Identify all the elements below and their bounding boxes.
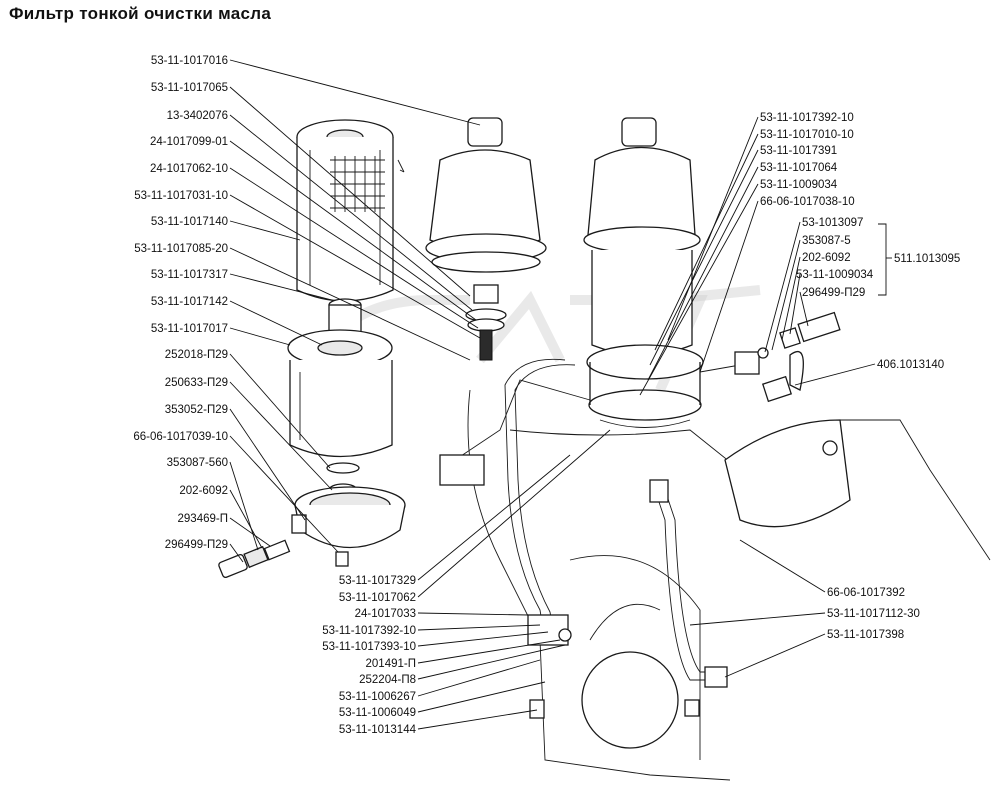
callout-label: 53-11-1009034 <box>760 179 838 191</box>
callout-label: 24-1017033 <box>355 608 416 620</box>
oil-lines <box>504 351 760 688</box>
filter-housing <box>287 329 393 458</box>
callout-label: 53-11-1013144 <box>339 724 417 736</box>
callout-label: 250633-П29 <box>165 377 228 389</box>
callout-label: 24-1017099-01 <box>150 136 228 148</box>
callout-label: 53-11-1017392-10 <box>760 112 854 124</box>
callout-label: 53-11-1017329 <box>339 575 416 587</box>
filter-base <box>291 486 406 567</box>
callout-label: 66-06-1017038-10 <box>760 196 855 208</box>
callout-label: 53-11-1017017 <box>151 323 228 335</box>
callout-labels-bracket: 53-1013097 353087-5 202-6092 53-11-10090… <box>796 217 960 371</box>
callout-label: 53-11-1017317 <box>151 269 228 281</box>
callout-label: 53-11-1017085-20 <box>134 243 228 255</box>
callout-label: 53-11-1017010-10 <box>760 129 854 141</box>
callout-label: 202-6092 <box>802 252 851 264</box>
callout-label: 13-3402076 <box>167 110 228 122</box>
callout-labels-bottom: 53-11-1017329 53-11-1017062 24-1017033 5… <box>322 575 920 736</box>
callout-label: 53-11-1017393-10 <box>322 641 416 653</box>
callout-labels-left: 53-11-1017016 53-11-1017065 13-3402076 2… <box>133 55 228 551</box>
bracket-group-label: 511.1013095 <box>894 253 960 265</box>
callout-label: 252018-П29 <box>165 349 228 361</box>
callout-label: 406.1013140 <box>877 359 944 371</box>
callout-label: 53-11-1006049 <box>339 707 416 719</box>
callout-label: 24-1017062-10 <box>150 163 228 175</box>
callout-label: 296499-П29 <box>165 539 228 551</box>
assembled-filter <box>583 117 704 428</box>
callout-label: 252204-П8 <box>359 674 416 686</box>
callout-label: 53-11-1017065 <box>151 82 228 94</box>
callout-label: 53-11-1006267 <box>339 691 416 703</box>
callout-label: 353052-П29 <box>165 404 228 416</box>
sensor-bracket <box>757 311 841 403</box>
callout-label: 53-11-1017112-30 <box>827 608 920 620</box>
callout-label: 353087-560 <box>167 457 228 469</box>
element-mesh <box>330 156 385 212</box>
callout-label: 53-11-1017062 <box>339 592 416 604</box>
callout-labels-right: 53-11-1017392-10 53-11-1017010-10 53-11-… <box>760 112 855 208</box>
callout-label: 53-11-1017392-10 <box>322 625 416 637</box>
callout-label: 53-11-1009034 <box>796 269 874 281</box>
callout-label: 66-06-1017392 <box>827 587 905 599</box>
page-title: Фильтр тонкой очистки масла <box>9 4 272 23</box>
callout-label: 53-1013097 <box>802 217 863 229</box>
callout-label: 53-11-1017140 <box>151 216 228 228</box>
callout-label: 53-11-1017064 <box>760 162 838 174</box>
engine-block <box>439 379 991 781</box>
middle-filter-cap <box>425 117 547 361</box>
callout-label: 293469-П <box>178 513 228 525</box>
callout-label: 53-11-1017142 <box>151 296 228 308</box>
callout-label: 353087-5 <box>802 235 851 247</box>
drain-plug-fitting <box>218 539 291 579</box>
callout-label: 201491-П <box>366 658 416 670</box>
callout-label: 202-6092 <box>179 485 228 497</box>
callout-label: 53-11-1017031-10 <box>134 190 228 202</box>
callout-label: 66-06-1017039-10 <box>133 431 228 443</box>
leader-lines <box>229 59 892 730</box>
callout-label: 53-11-1017016 <box>151 55 228 67</box>
callout-label: 53-11-1017391 <box>760 145 837 157</box>
callout-label: 296499-П29 <box>802 287 865 299</box>
filter-element <box>296 119 405 302</box>
callout-label: 53-11-1017398 <box>827 629 904 641</box>
